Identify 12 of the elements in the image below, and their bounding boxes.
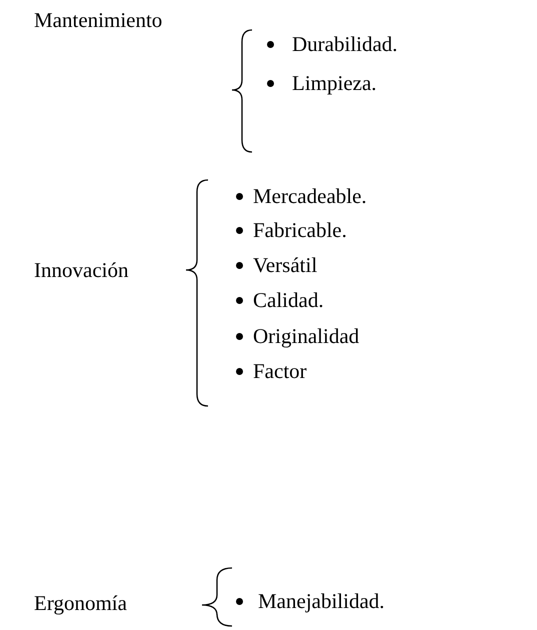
list-item-text: Limpieza.: [292, 71, 377, 95]
category-heading: Ergonomía: [34, 591, 127, 615]
list-item-text: Fabricable.: [253, 218, 347, 242]
category-heading: Innovación: [34, 258, 128, 282]
list-item-text: Calidad.: [253, 288, 324, 312]
list-item-text: Durabilidad.: [292, 32, 398, 56]
list-item-text: Mercadeable.: [253, 184, 367, 208]
list-item-text: Manejabilidad.: [258, 589, 385, 613]
list-item-text: Originalidad: [253, 324, 360, 348]
list-item-text: Factor: [253, 359, 307, 383]
list-item-text: Versátil: [253, 253, 318, 277]
category-heading: Mantenimiento: [34, 8, 162, 32]
